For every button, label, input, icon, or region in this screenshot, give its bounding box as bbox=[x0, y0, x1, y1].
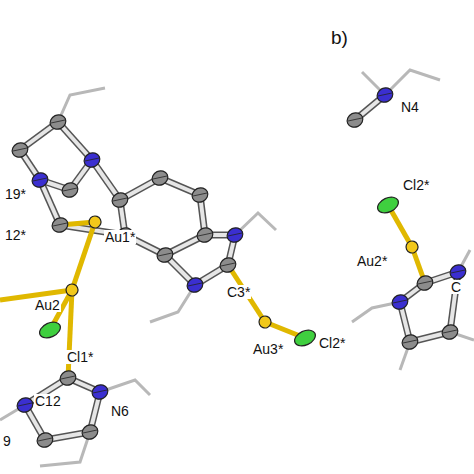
atom-ellipsoid bbox=[37, 319, 63, 341]
atom-label: C bbox=[450, 280, 462, 294]
ellipsoid-axis bbox=[51, 120, 65, 123]
ellipsoid-axis bbox=[85, 158, 99, 161]
ellipsoid-axis bbox=[403, 340, 417, 343]
atom-ellipsoid bbox=[375, 85, 395, 104]
ellipsoid-axis bbox=[221, 263, 235, 266]
atom-label: 19* bbox=[4, 187, 27, 201]
ellipsoid-axis bbox=[113, 198, 127, 201]
ellipsoid-axis bbox=[93, 390, 107, 393]
atom-ellipsoid bbox=[218, 255, 238, 274]
ellipsoid-axis bbox=[393, 300, 407, 303]
ellipsoid-axis bbox=[61, 376, 75, 379]
ellipsoid-axis bbox=[38, 438, 52, 441]
ethyl-stick bbox=[150, 285, 195, 322]
atom-ellipsoid bbox=[110, 190, 130, 209]
atom-ellipsoid bbox=[58, 368, 78, 387]
ethyl-stick bbox=[58, 88, 105, 122]
atom-ellipsoid bbox=[375, 194, 401, 216]
atom-ellipsoid bbox=[155, 245, 175, 264]
atom-ellipsoid bbox=[90, 382, 110, 401]
ellipsoid-axis bbox=[443, 330, 457, 333]
atom-ellipsoid bbox=[185, 275, 205, 294]
ellipsoid-axis bbox=[378, 93, 392, 96]
ellipsoid-axis bbox=[193, 193, 207, 196]
atom-label: N6 bbox=[110, 404, 130, 418]
gold-bond bbox=[72, 222, 95, 290]
atom-ellipsoid bbox=[50, 215, 70, 234]
atom-ellipsoid bbox=[35, 430, 55, 449]
atom-ellipsoid bbox=[82, 150, 102, 169]
atom-ellipsoid bbox=[292, 327, 318, 349]
ellipsoid-axis bbox=[33, 178, 47, 181]
atom-ellipsoid bbox=[150, 168, 170, 187]
atom-label: C12 bbox=[34, 394, 62, 408]
ellipsoid-axis bbox=[348, 118, 362, 121]
atom-ellipsoid bbox=[400, 332, 420, 351]
atom-ellipsoid bbox=[448, 262, 468, 281]
atom-label: Cl2* bbox=[318, 336, 346, 350]
ellipsoid-axis bbox=[13, 148, 27, 151]
ellipsoid-axis bbox=[83, 430, 97, 433]
atom-label: C3* bbox=[226, 285, 251, 299]
atom-label: 9 bbox=[2, 434, 12, 448]
atom-ellipsoid bbox=[30, 170, 50, 189]
atom-ellipsoid bbox=[87, 214, 103, 230]
atom-label: Au3* bbox=[252, 342, 284, 356]
atom-label: b) bbox=[330, 28, 349, 47]
ellipsoid-axis bbox=[63, 188, 77, 191]
atom-label: Au1* bbox=[104, 230, 136, 244]
ethyl-stick bbox=[385, 70, 440, 95]
atom-label: Au2* bbox=[356, 254, 388, 268]
atom-label: Au2 bbox=[34, 298, 61, 312]
ellipsoid-axis bbox=[158, 253, 172, 256]
ellipsoid-axis bbox=[153, 176, 167, 179]
atom-label: 12* bbox=[4, 228, 27, 242]
ellipsoid-axis bbox=[53, 223, 67, 226]
ellipsoid-axis bbox=[418, 281, 432, 284]
atom-ellipsoid bbox=[257, 314, 273, 330]
atom-ellipsoid bbox=[390, 292, 410, 311]
atom-ellipsoid bbox=[60, 180, 80, 199]
ellipsoid-axis bbox=[228, 233, 242, 236]
ellipsoid-axis bbox=[198, 233, 212, 236]
atom-ellipsoid bbox=[415, 273, 435, 292]
atom-ellipsoid bbox=[64, 282, 80, 298]
ellipsoid-axis bbox=[451, 270, 465, 273]
atom-label: Cl1* bbox=[66, 350, 94, 364]
atom-ellipsoid bbox=[190, 185, 210, 204]
atom-ellipsoid bbox=[195, 225, 215, 244]
atom-ellipsoid bbox=[440, 322, 460, 341]
atom-ellipsoid bbox=[48, 112, 68, 131]
ellipsoid-axis bbox=[18, 403, 32, 406]
atom-ellipsoid bbox=[80, 422, 100, 441]
atom-label: Cl2* bbox=[402, 178, 430, 192]
atom-ellipsoid bbox=[10, 140, 30, 159]
atom-ellipsoid bbox=[225, 225, 245, 244]
atom-label: N4 bbox=[400, 100, 420, 114]
atom-ellipsoid bbox=[15, 395, 35, 414]
gold-bond bbox=[68, 290, 72, 378]
ellipsoid-axis bbox=[188, 283, 202, 286]
atom-ellipsoid bbox=[404, 239, 420, 255]
atom-ellipsoid bbox=[345, 110, 365, 129]
